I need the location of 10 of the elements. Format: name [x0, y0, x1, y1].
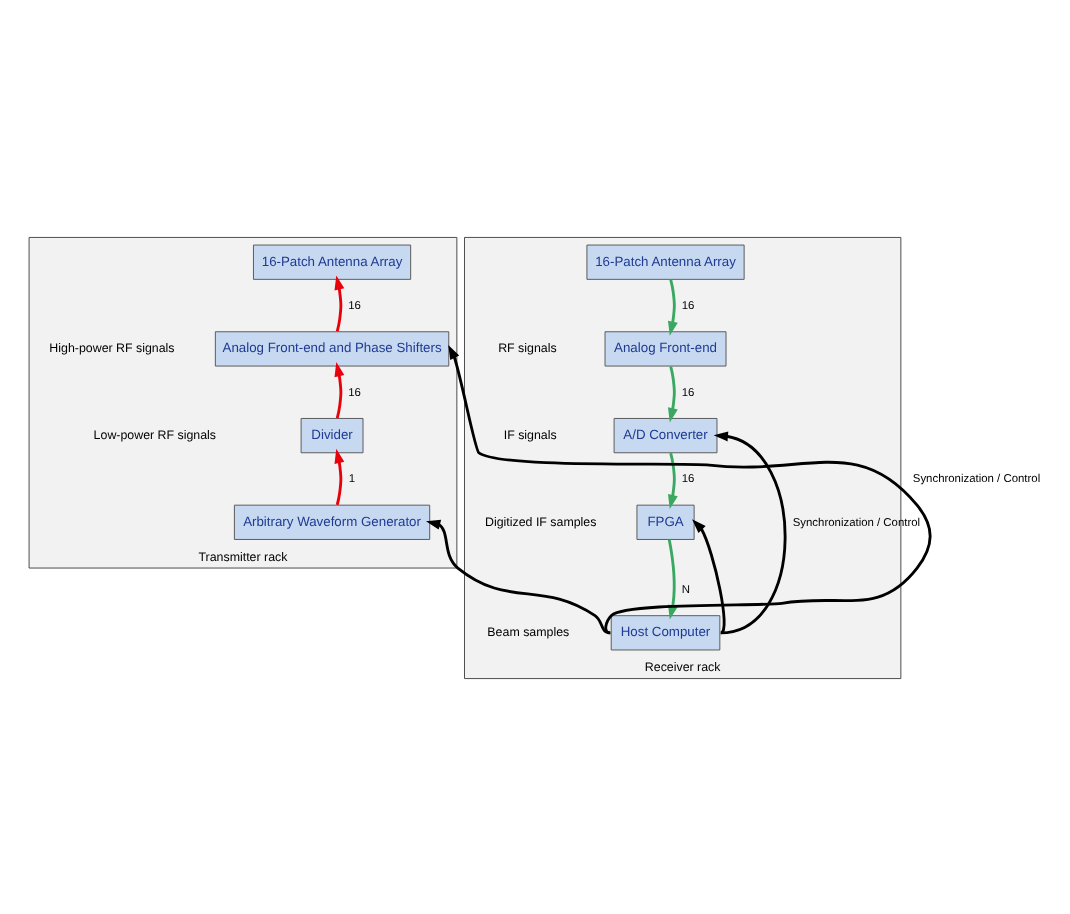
arrow — [334, 274, 345, 331]
arrow — [713, 430, 787, 634]
arrow — [448, 344, 932, 633]
arrow — [426, 518, 611, 634]
arrow — [334, 447, 345, 505]
arrow — [667, 365, 678, 422]
arrow — [667, 278, 678, 335]
arrow — [692, 518, 726, 633]
arrow — [667, 451, 678, 509]
arrow — [334, 361, 345, 418]
